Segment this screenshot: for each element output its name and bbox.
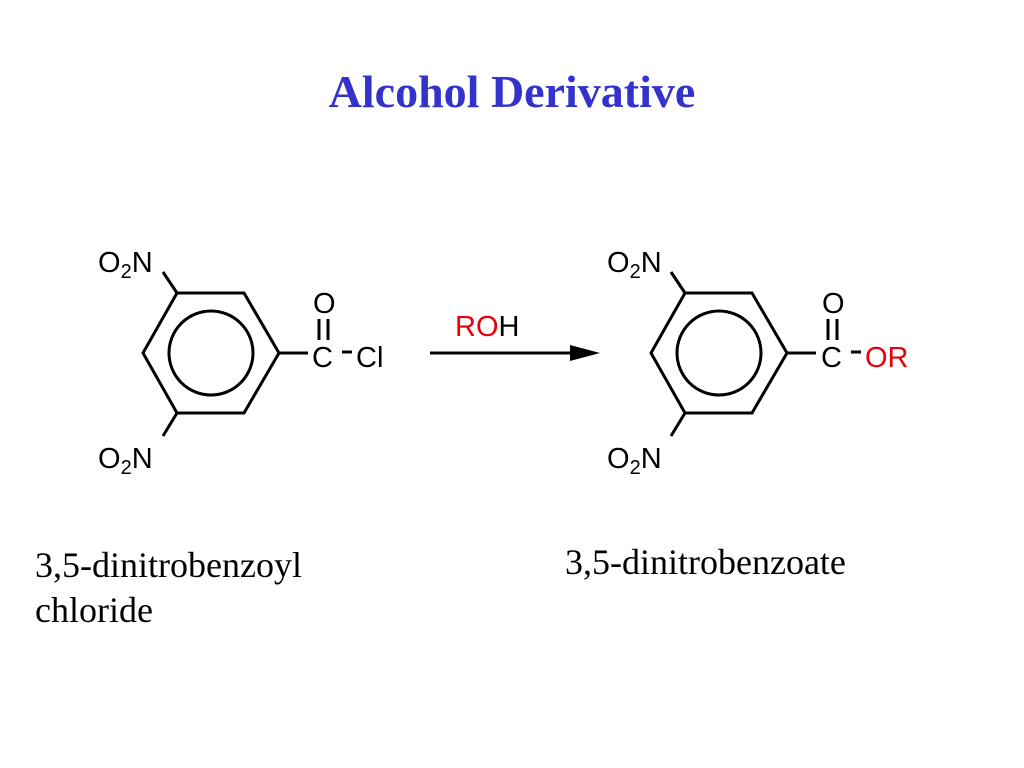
- product-name: 3,5-dinitrobenzoate: [565, 540, 846, 585]
- reactant-carbonyl-oxygen: O: [313, 288, 336, 320]
- slide-title: Alcohol Derivative: [328, 66, 696, 117]
- reactant-aromatic-circle: [167, 309, 255, 397]
- product-carbon: C: [821, 342, 842, 374]
- reaction-arrow-head: [570, 345, 600, 361]
- product-name-text: 3,5-dinitrobenzoate: [565, 542, 846, 582]
- product-top-nitro-bond: [669, 271, 687, 294]
- product-aromatic-circle: [675, 309, 763, 397]
- product-ester-group: OR: [865, 342, 909, 374]
- reactant-bottom-nitro-label: O2N: [98, 443, 153, 479]
- reagent-label: ROH: [455, 311, 519, 343]
- reactant-carbon: C: [312, 342, 333, 374]
- reaction-arrow-group: ROH: [430, 311, 600, 361]
- product-bottom-nitro-bond: [669, 412, 687, 437]
- reactant-name-line2: chloride: [35, 590, 153, 630]
- product-structure: O2N O2N O C OR: [607, 247, 909, 479]
- product-top-nitro-label: O2N: [607, 247, 662, 283]
- product-carbonyl-oxygen: O: [822, 288, 845, 320]
- product-benzene-ring: [649, 291, 789, 415]
- reactant-bottom-nitro-bond: [161, 412, 179, 437]
- reactant-top-nitro-bond: [161, 271, 179, 294]
- reactant-name: 3,5-dinitrobenzoyl chloride: [35, 543, 302, 633]
- reactant-structure: O2N O2N O C Cl: [98, 247, 383, 479]
- reactant-top-nitro-label: O2N: [98, 247, 153, 283]
- reactant-benzene-ring: [141, 291, 281, 415]
- reactant-name-line1: 3,5-dinitrobenzoyl: [35, 545, 302, 585]
- reactant-chlorine: Cl: [356, 342, 383, 374]
- product-bottom-nitro-label: O2N: [607, 443, 662, 479]
